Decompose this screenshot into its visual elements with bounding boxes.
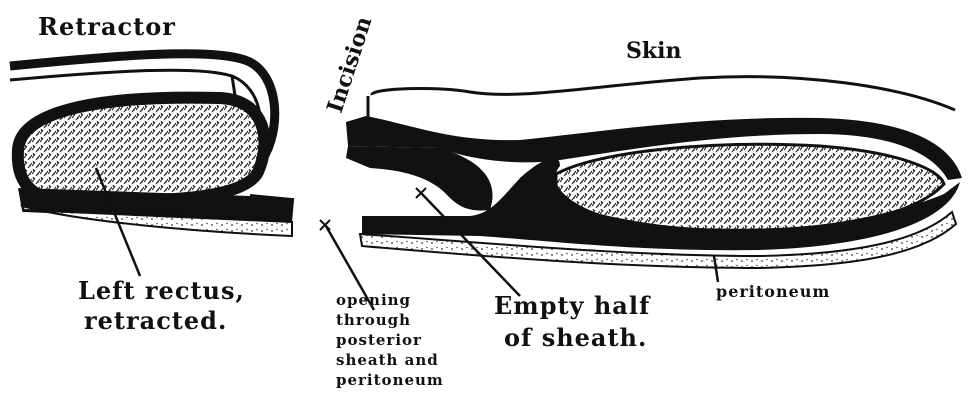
label-opening-line-3: posterior [336, 330, 496, 350]
label-left-rectus-line-1: Left rectus, [78, 276, 318, 306]
label-skin: Skin [626, 38, 681, 64]
x-mark-empty-half [416, 188, 426, 198]
label-opening: opening through posterior sheath and per… [336, 290, 496, 390]
label-empty-half-line-2: of sheath. [494, 322, 714, 354]
label-left-rectus: Left rectus, retracted. [78, 276, 318, 336]
label-opening-line-1: opening [336, 290, 496, 310]
label-retractor: Retractor [38, 12, 176, 41]
label-empty-half-line-1: Empty half [494, 290, 714, 322]
x-mark-opening [320, 220, 330, 230]
left-rectus [18, 98, 292, 236]
label-opening-line-2: through [336, 310, 496, 330]
right-rectus-and-sheath [346, 77, 962, 268]
label-opening-line-5: peritoneum [336, 370, 496, 390]
label-opening-line-4: sheath and [336, 350, 496, 370]
label-left-rectus-line-2: retracted. [78, 306, 318, 336]
label-empty-half: Empty half of sheath. [494, 290, 714, 354]
label-peritoneum: peritoneum [716, 282, 830, 301]
